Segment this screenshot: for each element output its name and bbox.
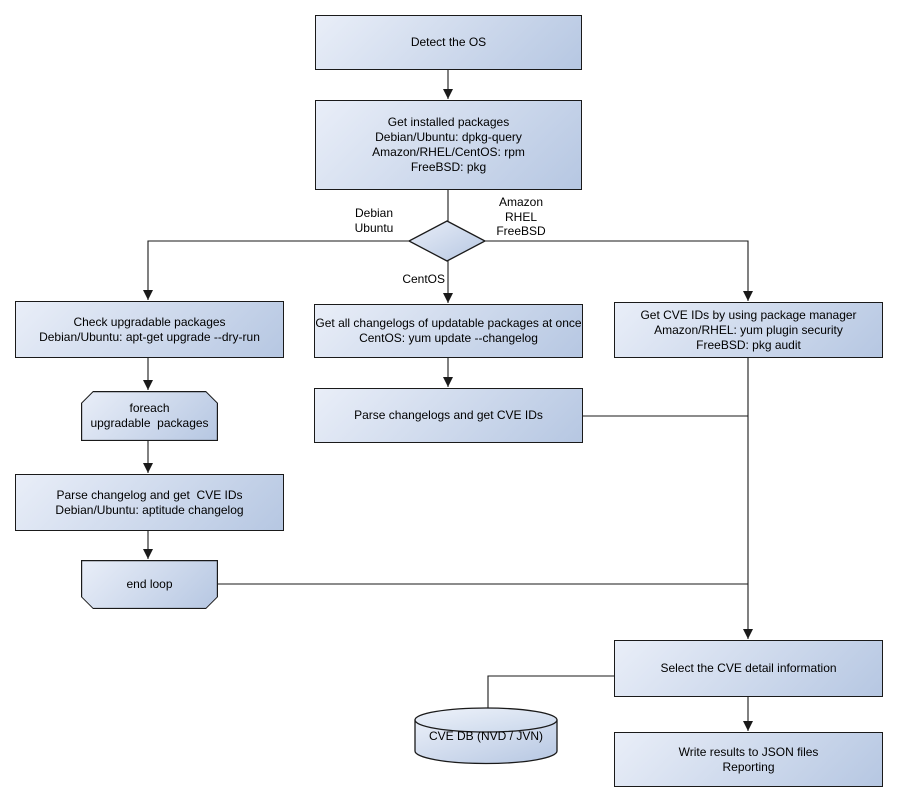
node-check-upgradable-packages: Check upgradable packages Debian/Ubuntu:… [15, 301, 284, 358]
node-get-installed-packages: Get installed packages Debian/Ubuntu: dp… [315, 100, 582, 190]
edge-decision-to-pkg-manager [485, 240, 753, 301]
edge-cvedb-to-select [487, 675, 614, 708]
node-get-all-changelogs: Get all changelogs of updatable packages… [314, 304, 583, 358]
node-parse-changelog-debian: Parse changelog and get CVE IDs Debian/U… [15, 474, 284, 531]
decision-diamond-os-branch [407, 220, 487, 262]
node-get-cve-ids-pkg-manager: Get CVE IDs by using package manager Ama… [614, 302, 883, 358]
node-select-cve-detail: Select the CVE detail information [614, 640, 883, 697]
node-foreach-upgradable-packages: foreach upgradable packages [81, 391, 218, 441]
edge-label-centos: CentOS [402, 272, 445, 286]
node-end-loop: end loop [81, 560, 218, 609]
edge-decision-to-check-upgradable [143, 240, 410, 300]
node-foreach-label: foreach upgradable packages [82, 392, 217, 440]
cve-db-cylinder [414, 707, 558, 765]
cve-db-label: CVE DB (NVD / JVN) [428, 729, 543, 743]
node-end-loop-label: end loop [82, 561, 217, 608]
edge-label-debian-ubuntu: Debian Ubuntu [354, 206, 394, 235]
node-detect-os: Detect the OS [315, 15, 582, 70]
node-parse-changelogs-centos: Parse changelogs and get CVE IDs [314, 388, 583, 443]
node-write-results-reporting: Write results to JSON files Reporting [614, 732, 883, 787]
edge-label-amazon-rhel-freebsd: Amazon RHEL FreeBSD [496, 195, 546, 238]
cve-db-cylinder-top [414, 707, 558, 733]
